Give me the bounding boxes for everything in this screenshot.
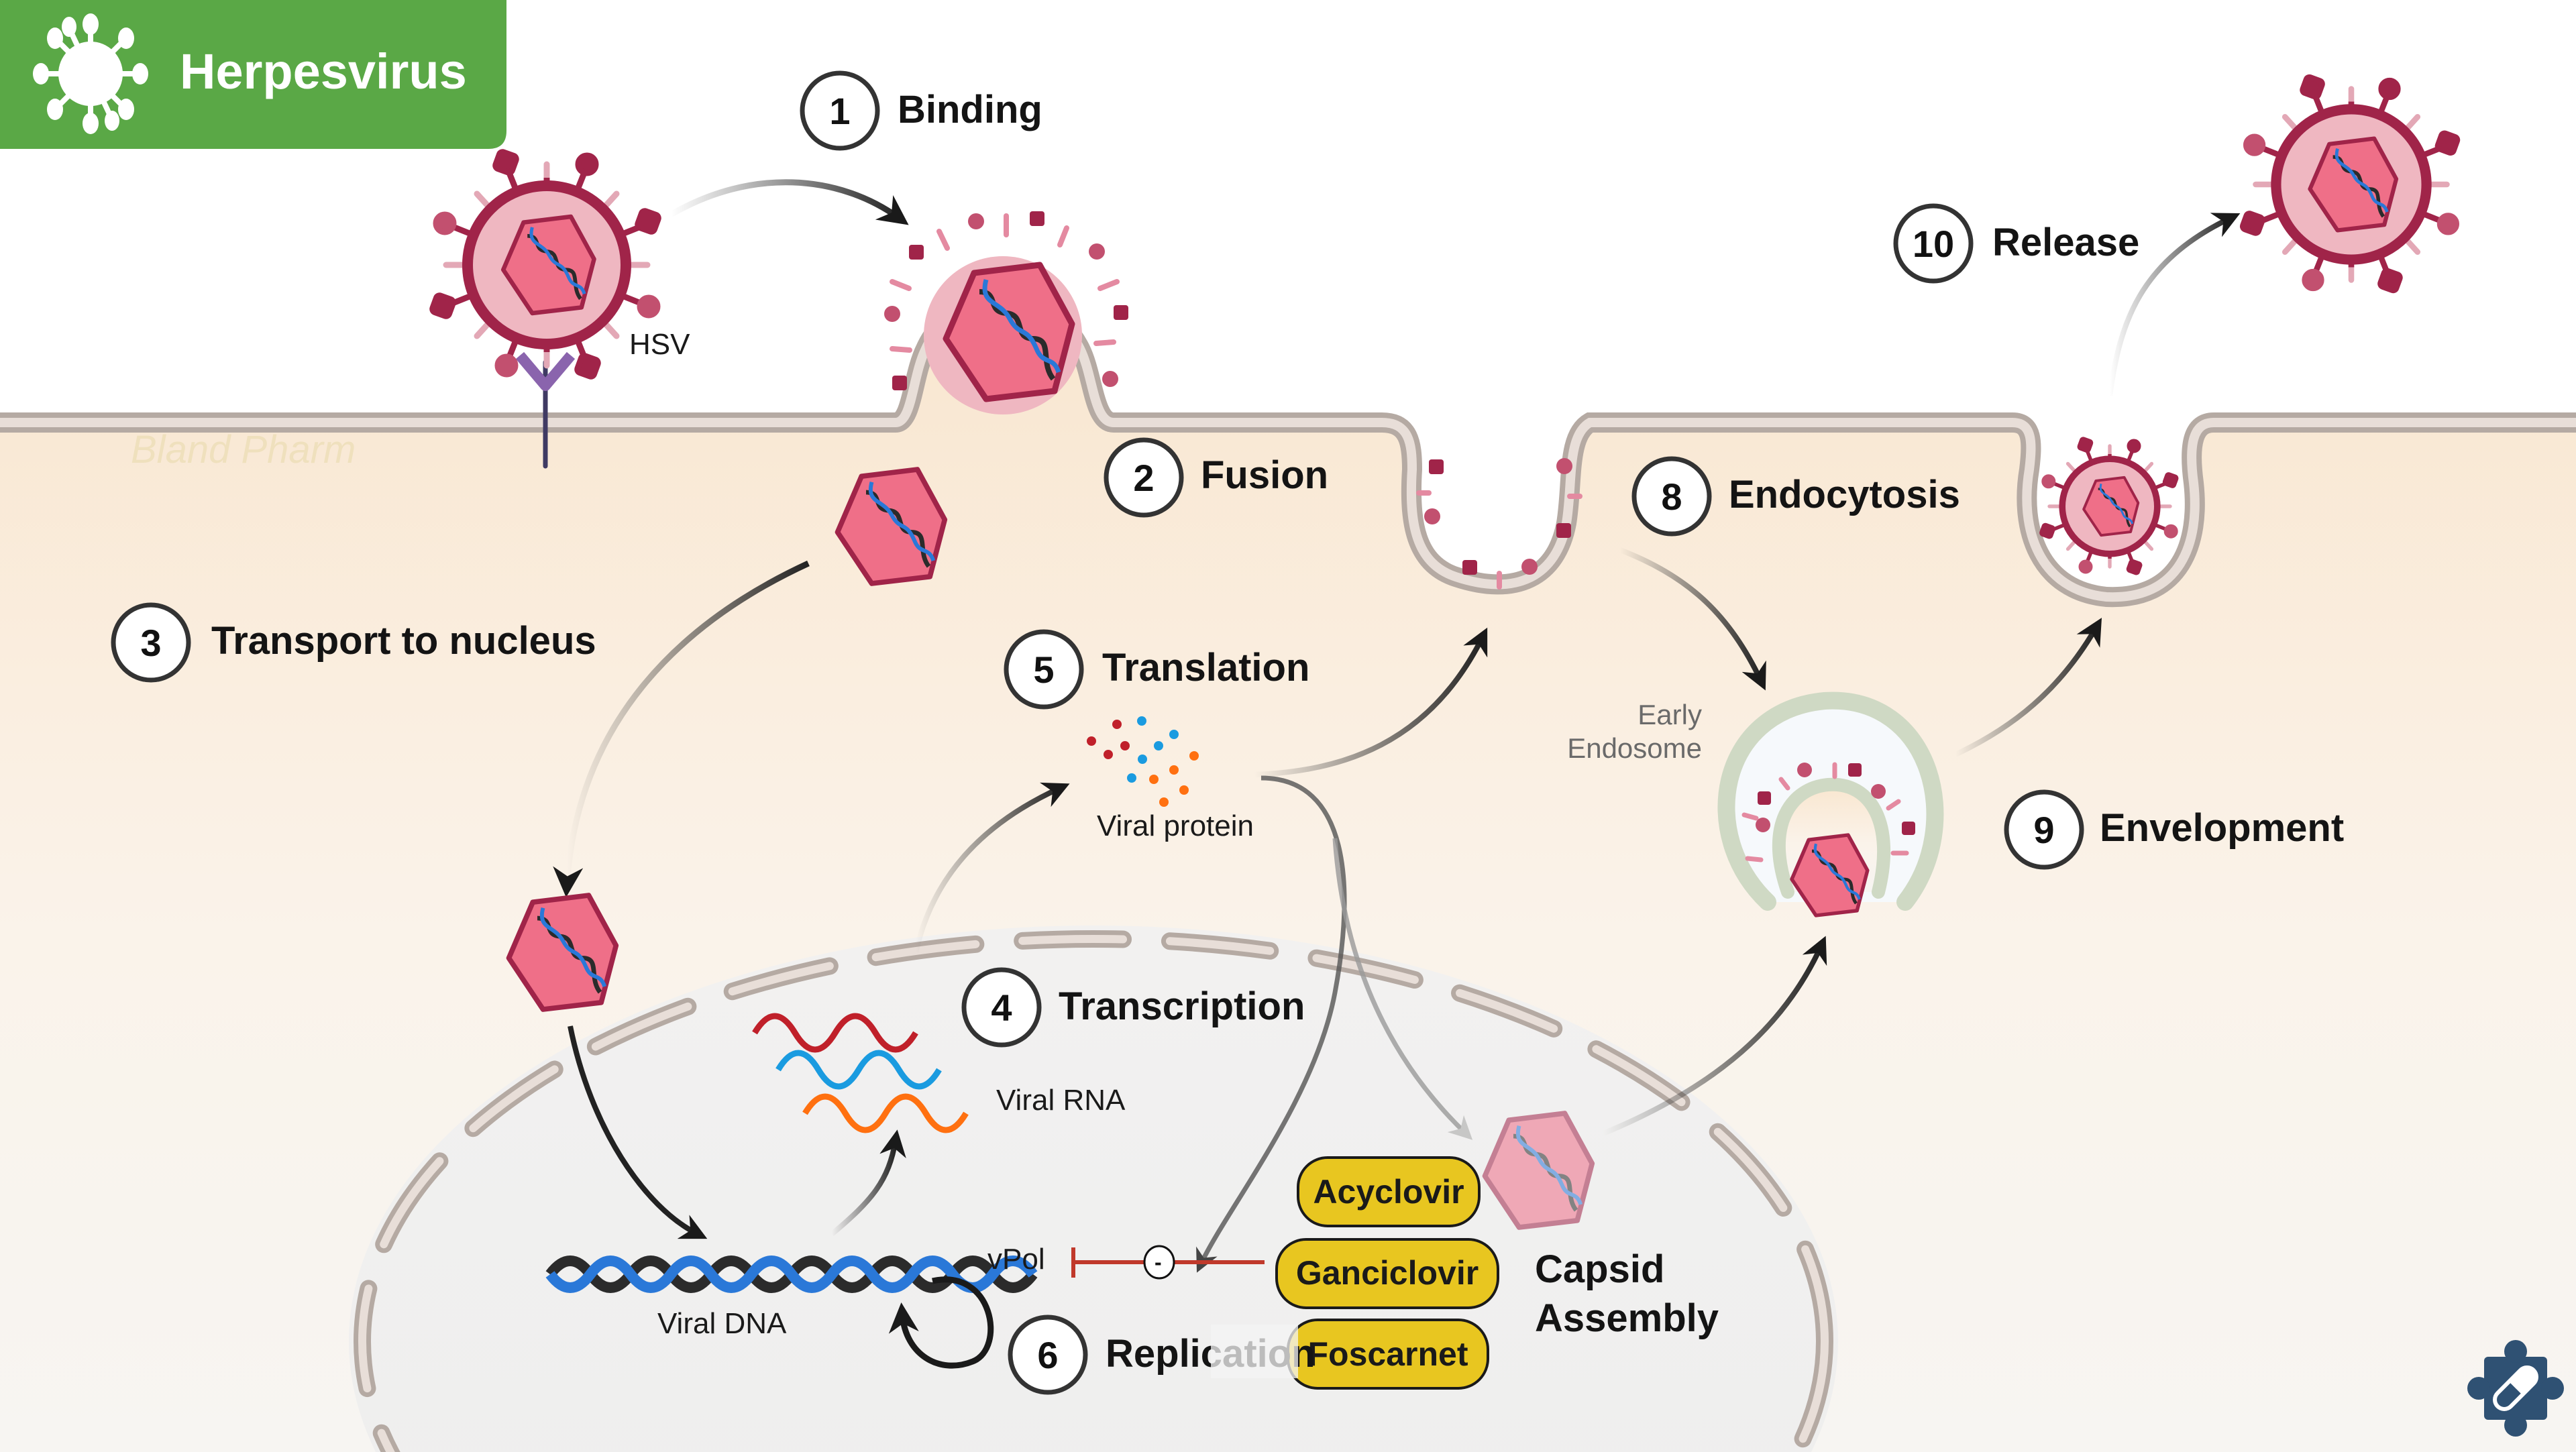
step-5: 5 Translation	[1004, 629, 1309, 710]
svg-text:Foscarnet: Foscarnet	[1308, 1335, 1468, 1373]
early-endosome-label-1: Early	[1638, 699, 1702, 730]
capsid-to-dna-arrow	[568, 1025, 708, 1239]
svg-text:1: 1	[829, 90, 850, 132]
svg-text:Acyclovir: Acyclovir	[1313, 1173, 1464, 1211]
early-endosome-label-2: Endosome	[1567, 732, 1702, 764]
protein-to-replication-arrow	[1196, 775, 1347, 1273]
puzzle-pill-icon	[2467, 1340, 2564, 1437]
svg-text:9: 9	[2033, 809, 2054, 851]
inhibition-line: -	[1071, 1245, 1265, 1280]
step-4: 4 Transcription	[961, 967, 1305, 1048]
svg-text:Transport to nucleus: Transport to nucleus	[211, 619, 596, 663]
svg-text:Transcription: Transcription	[1059, 985, 1305, 1028]
svg-text:5: 5	[1033, 649, 1054, 691]
svg-text:10: 10	[1913, 223, 1954, 265]
svg-text:3: 3	[140, 622, 161, 664]
step-9: 9 Envelopment	[2004, 789, 2344, 870]
header-banner: Herpesvirus	[0, 0, 506, 149]
fusing-virion	[884, 211, 1128, 414]
svg-text:Fusion: Fusion	[1201, 453, 1328, 497]
endocytosis-arrow	[1619, 547, 1766, 691]
drug-foscarnet[interactable]: Foscarnet	[1287, 1319, 1489, 1390]
drug-ganciclovir[interactable]: Ganciclovir	[1275, 1238, 1499, 1309]
protein-to-capsid-arrow	[1332, 838, 1473, 1140]
protein-to-membrane-arrow	[1254, 627, 1488, 777]
svg-text:Binding: Binding	[898, 88, 1042, 131]
svg-text:6: 6	[1037, 1334, 1058, 1376]
viral-dna	[545, 1255, 1038, 1293]
capsid-assembly-label-2: Assembly	[1535, 1296, 1719, 1340]
step-2: 2 Fusion	[1104, 437, 1328, 518]
watermark: Bland Pharm	[131, 428, 356, 471]
binding-arrow	[669, 179, 909, 225]
release-arrow	[2107, 213, 2241, 396]
step-10: 10 Release	[1893, 203, 2139, 284]
inhibit-sign: -	[1155, 1250, 1162, 1274]
svg-text:Translation: Translation	[1102, 646, 1309, 689]
viral-protein-label: Viral protein	[1097, 809, 1254, 842]
svg-text:8: 8	[1661, 476, 1682, 518]
hsv-label: HSV	[629, 328, 690, 361]
svg-text:2: 2	[1133, 457, 1154, 499]
membrane-glycoproteins	[1416, 458, 1582, 590]
step-8: 8 Endocytosis	[1631, 456, 1960, 537]
receptor	[515, 351, 576, 469]
step-1: 1 Binding	[800, 70, 1042, 151]
virus-icon	[33, 13, 148, 134]
capsid-to-endosome-arrow	[1602, 936, 1827, 1136]
svg-text:Release: Release	[1992, 221, 2139, 264]
early-endosome	[1717, 691, 1944, 915]
transport-arrow	[553, 560, 810, 897]
viral-rna	[752, 1013, 969, 1133]
vpol-label: vPol	[987, 1243, 1045, 1276]
drug-acyclovir[interactable]: Acyclovir	[1297, 1156, 1481, 1227]
viral-dna-label: Viral DNA	[657, 1307, 787, 1340]
svg-text:4: 4	[991, 987, 1012, 1029]
svg-text:Ganciclovir: Ganciclovir	[1296, 1254, 1479, 1292]
step-3: 3 Transport to nucleus	[111, 602, 596, 683]
translation-arrow	[913, 782, 1070, 953]
svg-text:Endocytosis: Endocytosis	[1729, 473, 1960, 516]
page-title: Herpesvirus	[180, 44, 467, 99]
replication-loop-arrow	[888, 1276, 994, 1369]
viral-rna-label: Viral RNA	[996, 1084, 1126, 1117]
capsid-assembly-label-1: Capsid	[1535, 1247, 1664, 1291]
envelopment-arrow	[1954, 618, 2102, 757]
svg-text:Envelopment: Envelopment	[2100, 806, 2344, 850]
viral-protein-dots	[1087, 716, 1199, 807]
transcription-arrow	[830, 1129, 906, 1237]
